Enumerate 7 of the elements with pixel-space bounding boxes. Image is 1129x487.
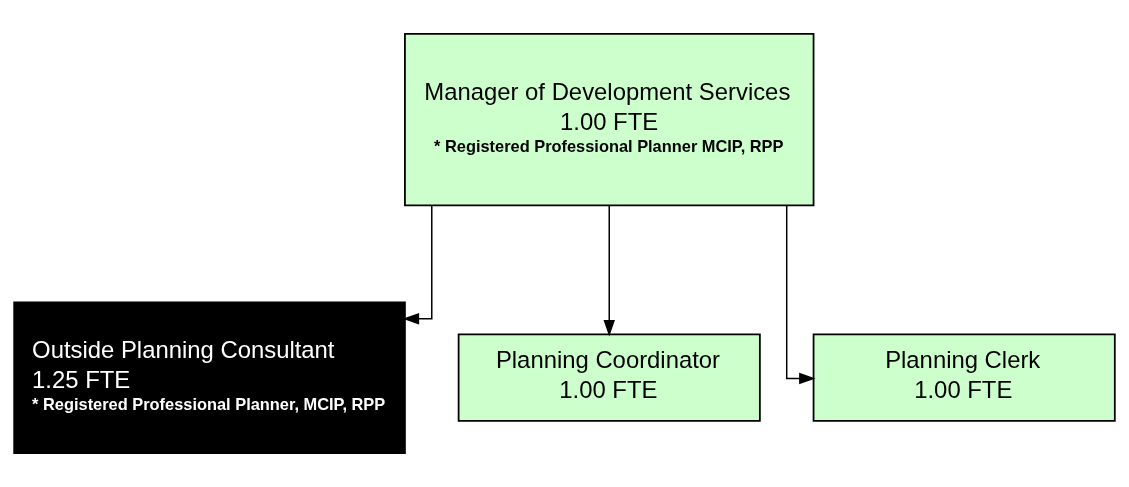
node-box: Outside Planning Consultant 1.25 FTE * Registered Professional Planner, MCIP, RPP [13,301,406,454]
node-box: Planning Coordinator 1.00 FTE [457,333,761,422]
node-box: Manager of Development Services 1.00 FTE * Registered Professional Planner MCIP, RPP [404,33,815,207]
arrow [603,204,615,337]
node-box: Planning Clerk 1.00 FTE [812,333,1116,422]
arrow [785,205,816,385]
arrow [402,205,433,325]
